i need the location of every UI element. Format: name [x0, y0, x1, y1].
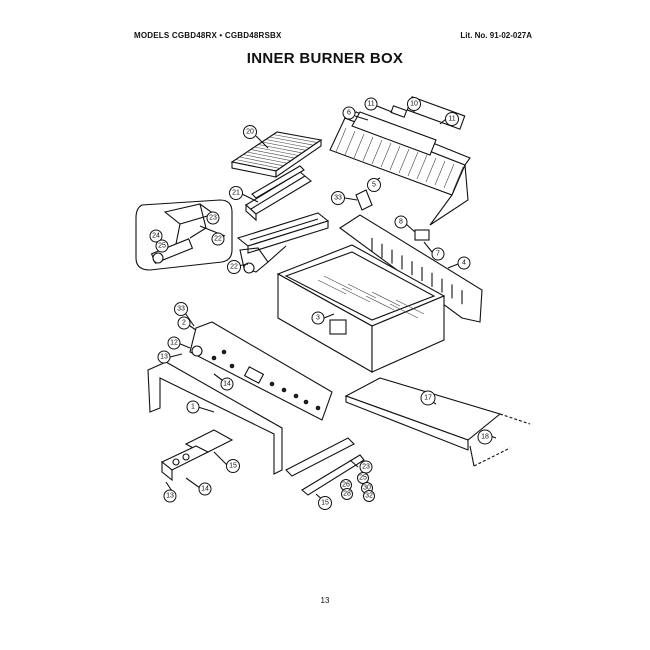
svg-text:20: 20 [246, 129, 254, 136]
burner-assembly [236, 212, 330, 274]
front-frame [147, 361, 283, 475]
page-number: 13 [320, 596, 330, 605]
callout: 14 [198, 482, 212, 496]
cooking-grate [230, 131, 323, 179]
svg-text:17: 17 [424, 395, 432, 402]
callout: 5 [367, 178, 381, 192]
callout: 24 [149, 229, 163, 243]
svg-text:24: 24 [152, 233, 160, 240]
callout: 3 [311, 311, 325, 325]
front-control-panel [189, 321, 333, 421]
callout: 18 [477, 429, 493, 445]
svg-text:25: 25 [158, 243, 166, 250]
callout: 17 [420, 390, 436, 406]
drip-tray [344, 377, 531, 467]
radiant-flame-tamer [245, 165, 312, 222]
models-header: MODELS CGBD48RX • CGBD48RSBX [134, 31, 282, 40]
svg-text:28: 28 [343, 491, 351, 498]
svg-text:7: 7 [436, 251, 440, 258]
svg-text:23: 23 [362, 464, 370, 471]
bracket [355, 189, 373, 211]
rear-heat-shield [329, 96, 471, 226]
callout: 33 [331, 191, 345, 205]
svg-text:13: 13 [160, 354, 168, 361]
callout: 10 [407, 97, 421, 111]
callout: 12 [167, 336, 181, 350]
callout: 22 [211, 232, 225, 246]
svg-text:18: 18 [481, 434, 489, 441]
callout: 21 [229, 186, 243, 200]
literature-number: Lit. No. 91-02-027A [460, 31, 532, 40]
callout: 13 [163, 489, 177, 503]
control-tray [160, 429, 234, 482]
svg-text:22: 22 [214, 236, 222, 243]
igniter-module [414, 229, 430, 241]
svg-text:4: 4 [462, 260, 466, 267]
svg-text:11: 11 [448, 116, 455, 123]
svg-text:1: 1 [191, 404, 195, 411]
burner-box [276, 244, 446, 373]
svg-text:13: 13 [166, 493, 174, 500]
callouts: 20 21 22 23 22 24 25 6 11 10 11 5 33 8 7… [149, 97, 493, 510]
callout: 33 [174, 302, 188, 316]
svg-text:14: 14 [201, 486, 209, 493]
callout: 32 [363, 490, 375, 502]
svg-text:22: 22 [230, 264, 238, 271]
svg-text:11: 11 [367, 101, 374, 108]
svg-text:15: 15 [229, 463, 237, 470]
svg-text:15: 15 [321, 500, 329, 507]
callout: 8 [394, 215, 408, 229]
svg-text:23: 23 [209, 215, 217, 222]
callout: 23 [359, 460, 373, 474]
callout: 20 [243, 125, 257, 139]
svg-text:21: 21 [232, 190, 240, 197]
callout: 13 [157, 350, 171, 364]
callout: 6 [342, 106, 356, 120]
grease-channel [285, 437, 365, 496]
svg-text:8: 8 [399, 219, 403, 226]
page-title: INNER BURNER BOX [246, 50, 404, 67]
callout: 25 [357, 472, 369, 484]
svg-text:33: 33 [334, 195, 342, 202]
callout: 11 [445, 112, 459, 126]
callout: 11 [364, 97, 378, 111]
svg-text:2: 2 [182, 320, 186, 327]
svg-text:10: 10 [410, 101, 418, 108]
svg-text:32: 32 [365, 493, 373, 500]
svg-text:25: 25 [359, 475, 367, 482]
callout: 2 [177, 316, 191, 330]
svg-text:26: 26 [342, 482, 350, 489]
callout: 15 [226, 459, 240, 473]
callout: 25 [155, 239, 169, 253]
callout: 1 [186, 400, 200, 414]
callout: 22 [227, 260, 241, 274]
svg-text:30: 30 [363, 485, 371, 492]
callout: 4 [457, 256, 471, 270]
svg-text:14: 14 [223, 381, 231, 388]
svg-text:5: 5 [372, 182, 376, 189]
callout: 14 [220, 377, 234, 391]
callout: 7 [431, 247, 445, 261]
svg-text:33: 33 [177, 306, 185, 313]
callout: 23 [206, 211, 220, 225]
callout: 28 [341, 488, 353, 500]
callout: 15 [318, 496, 332, 510]
svg-text:3: 3 [316, 315, 320, 322]
svg-text:6: 6 [347, 110, 351, 117]
svg-text:12: 12 [170, 340, 178, 347]
